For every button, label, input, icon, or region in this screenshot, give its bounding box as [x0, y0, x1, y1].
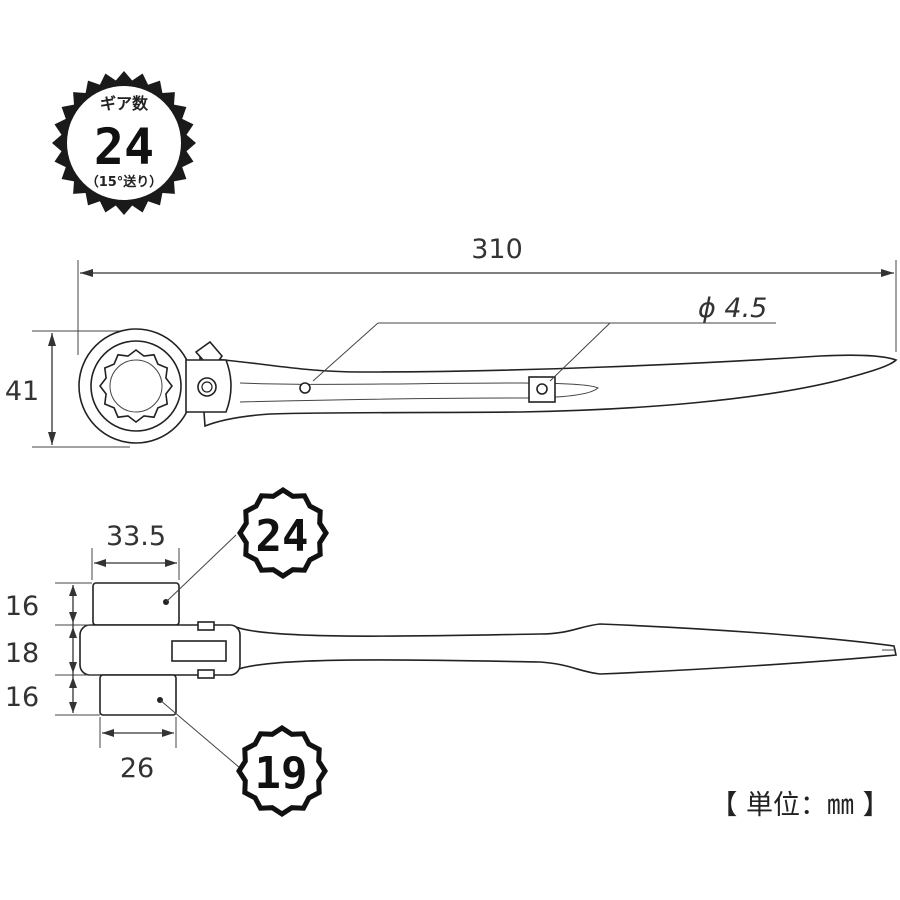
small-socket-size: 19 [255, 748, 308, 799]
body-thickness-label: 18 [5, 638, 39, 669]
head-height-label: 41 [5, 376, 39, 407]
large-socket-depth-label: 16 [5, 591, 39, 622]
hole-diameter-label: ϕ 4.5 [698, 293, 767, 324]
unit-label: 【 単位：㎜ 】 [710, 790, 889, 821]
wrench-side-view [79, 534, 897, 769]
side-handle-outline [235, 623, 897, 675]
large-socket-width-label: 33.5 [106, 521, 166, 552]
small-socket-size-badge: 19 [236, 725, 328, 817]
hole-left [299, 382, 311, 394]
large-socket-size: 24 [256, 511, 309, 562]
head-height-dimension: 41 [5, 330, 130, 448]
hole-right [536, 383, 548, 395]
large-socket-size-badge: 24 [237, 487, 329, 579]
badge-inner-circle [67, 86, 181, 200]
direction-lever [171, 640, 227, 662]
socket-12-point [98, 348, 174, 424]
badge-value: 24 [94, 118, 154, 176]
side-depth-dimensions: 16 18 16 [5, 582, 100, 716]
large-socket-width-dimension: 33.5 [91, 521, 180, 580]
small-socket-width-dimension: 26 [99, 717, 177, 784]
small-socket [99, 674, 177, 716]
badge-label: ギア数 [100, 94, 149, 113]
badge-note: （15°送り） [86, 174, 163, 190]
length-dimension: 310 [77, 234, 897, 355]
small-socket-width-label: 26 [120, 753, 154, 784]
small-socket-depth-label: 16 [5, 682, 39, 713]
gear-count-badge: ギア数 24 （15°送り） [52, 71, 196, 215]
length-label: 310 [471, 234, 523, 265]
wrench-top-view: ϕ 4.5 [78, 293, 898, 444]
